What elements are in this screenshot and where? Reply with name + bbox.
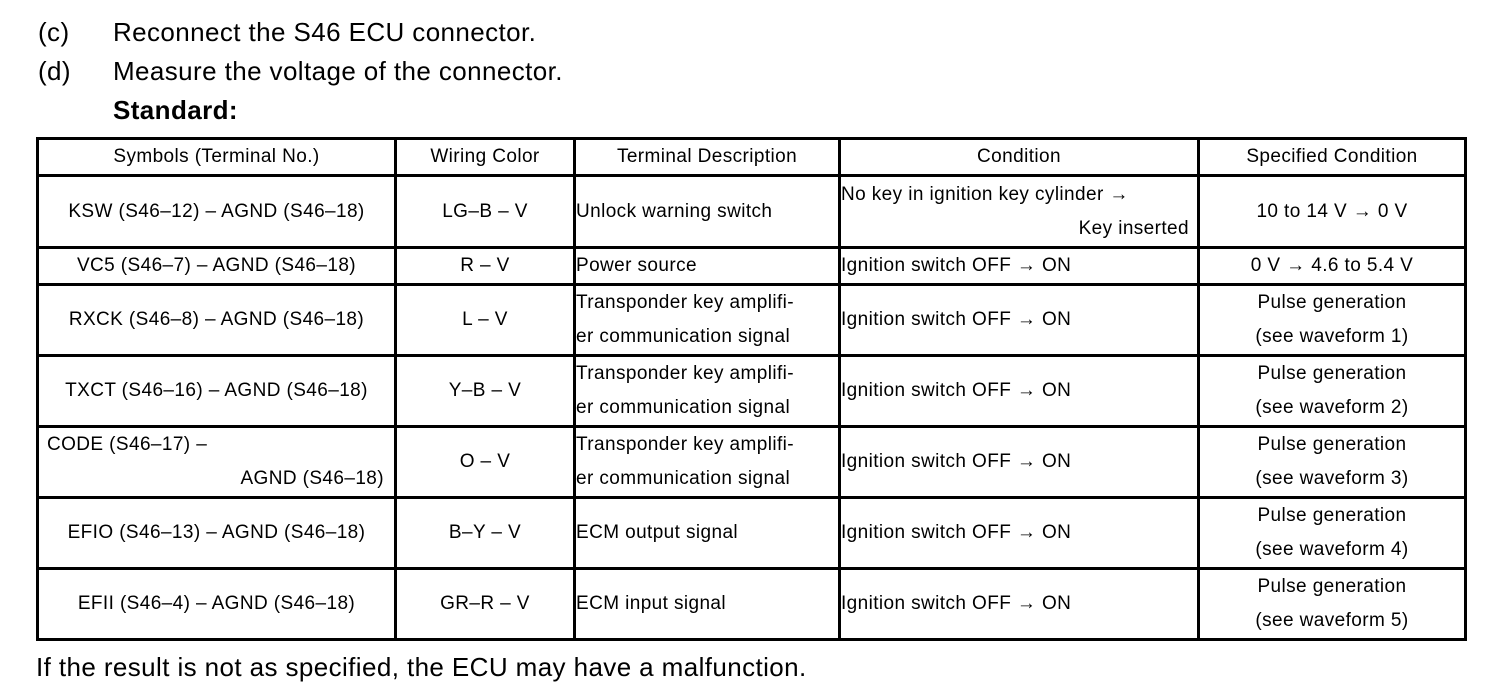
table-row-ksw: KSW (S46–12) – AGND (S46–18) LG–B – V Un…	[36, 174, 1467, 249]
symbol-line1: CODE (S46–17) –	[47, 434, 208, 455]
wiring-color-cell: R – V	[394, 246, 576, 286]
wiring-color-cell: GR–R – V	[394, 567, 576, 641]
table-row-efio: EFIO (S46–13) – AGND (S46–18) B–Y – V EC…	[36, 496, 1467, 570]
specified-line1: Pulse generation	[1257, 363, 1407, 384]
description-line1: Transponder key amplifi-	[576, 363, 794, 384]
specified-condition-cell: Pulse generation (see waveform 1)	[1197, 283, 1467, 357]
symbols-cell: EFIO (S46–13) – AGND (S46–18)	[36, 496, 397, 570]
terminal-description-cell: ECM input signal	[573, 567, 841, 641]
specified-line2: (see waveform 2)	[1255, 397, 1409, 418]
table-row-code: CODE (S46–17) – AGND (S46–18) O – V Tran…	[36, 425, 1467, 499]
standard-heading: Standard:	[113, 95, 238, 125]
header-cell-terminal-description: Terminal Description	[573, 137, 841, 177]
step-d-text: Measure the voltage of the connector.	[113, 56, 563, 86]
table-row-vc5: VC5 (S46–7) – AGND (S46–18) R – V Power …	[36, 246, 1467, 286]
result-note: If the result is not as specified, the E…	[36, 652, 807, 682]
description-line2: er communication signal	[576, 326, 791, 347]
specified-line1: Pulse generation	[1257, 292, 1407, 313]
terminal-description-cell: Transponder key amplifi- er communicatio…	[573, 354, 841, 428]
header-cell-specified-condition: Specified Condition	[1197, 137, 1467, 177]
header-cell-condition: Condition	[838, 137, 1200, 177]
terminal-description-cell: Transponder key amplifi- er communicatio…	[573, 425, 841, 499]
step-d: (d) Measure the voltage of the connector…	[38, 52, 1504, 91]
step-c-label: (c)	[38, 17, 70, 47]
condition-cell: Ignition switch OFF → ON	[838, 283, 1200, 357]
specified-line1: Pulse generation	[1257, 505, 1407, 526]
specified-line2: (see waveform 3)	[1255, 468, 1409, 489]
condition-cell: Ignition switch OFF → ON	[838, 354, 1200, 428]
description-line2: er communication signal	[576, 397, 791, 418]
specified-condition-cell: Pulse generation (see waveform 4)	[1197, 496, 1467, 570]
specified-condition-cell: 0 V → 4.6 to 5.4 V	[1197, 246, 1467, 286]
wiring-color-cell: O – V	[394, 425, 576, 499]
specified-condition-cell: Pulse generation (see waveform 3)	[1197, 425, 1467, 499]
wiring-color-cell: L – V	[394, 283, 576, 357]
terminal-description-cell: Unlock warning switch	[573, 174, 841, 249]
wiring-color-cell: Y–B – V	[394, 354, 576, 428]
description-line2: er communication signal	[576, 468, 791, 489]
description-line1: Transponder key amplifi-	[576, 434, 794, 455]
condition-line2: Key inserted	[1078, 217, 1189, 239]
symbols-cell: TXCT (S46–16) – AGND (S46–18)	[36, 354, 397, 428]
specified-condition-cell: Pulse generation (see waveform 5)	[1197, 567, 1467, 641]
step-d-label: (d)	[38, 56, 71, 86]
specified-condition-cell: Pulse generation (see waveform 2)	[1197, 354, 1467, 428]
condition-cell: Ignition switch OFF → ON	[838, 496, 1200, 570]
specified-condition-cell: 10 to 14 V → 0 V	[1197, 174, 1467, 249]
condition-cell: Ignition switch OFF → ON	[838, 567, 1200, 641]
condition-cell: No key in ignition key cylinder → Key in…	[838, 174, 1200, 249]
symbols-cell: RXCK (S46–8) – AGND (S46–18)	[36, 283, 397, 357]
specified-line1: Pulse generation	[1257, 576, 1407, 597]
specified-line2: (see waveform 4)	[1255, 539, 1409, 560]
header-cell-symbols: Symbols (Terminal No.)	[36, 137, 397, 177]
symbols-cell: VC5 (S46–7) – AGND (S46–18)	[36, 246, 397, 286]
header-cell-wiring-color: Wiring Color	[394, 137, 576, 177]
condition-cell: Ignition switch OFF → ON	[838, 425, 1200, 499]
condition-line1: No key in ignition key cylinder →	[841, 183, 1129, 205]
voltage-spec-table: Symbols (Terminal No.) Wiring Color Term…	[36, 137, 1467, 641]
symbols-cell: KSW (S46–12) – AGND (S46–18)	[36, 174, 397, 249]
specified-line2: (see waveform 1)	[1255, 326, 1409, 347]
wiring-color-cell: B–Y – V	[394, 496, 576, 570]
table-row-rxck: RXCK (S46–8) – AGND (S46–18) L – V Trans…	[36, 283, 1467, 357]
procedure-steps: (c) Reconnect the S46 ECU connector. (d)…	[0, 0, 1504, 130]
terminal-description-cell: ECM output signal	[573, 496, 841, 570]
specified-line1: Pulse generation	[1257, 434, 1407, 455]
table-row-efii: EFII (S46–4) – AGND (S46–18) GR–R – V EC…	[36, 567, 1467, 641]
symbols-cell: CODE (S46–17) – AGND (S46–18)	[36, 425, 397, 499]
symbol-text: KSW (S46–12) – AGND (S46–18)	[68, 200, 365, 222]
symbol-line2: AGND (S46–18)	[240, 468, 384, 489]
condition-cell: Ignition switch OFF → ON	[838, 246, 1200, 286]
wiring-color-cell: LG–B – V	[394, 174, 576, 249]
terminal-description-cell: Power source	[573, 246, 841, 286]
description-line1: Transponder key amplifi-	[576, 292, 794, 313]
symbols-cell: EFII (S46–4) – AGND (S46–18)	[36, 567, 397, 641]
step-c: (c) Reconnect the S46 ECU connector.	[38, 13, 1504, 52]
table-header-row: Symbols (Terminal No.) Wiring Color Term…	[36, 137, 1467, 177]
table-row-txct: TXCT (S46–16) – AGND (S46–18) Y–B – V Tr…	[36, 354, 1467, 428]
specified-line2: (see waveform 5)	[1255, 610, 1409, 631]
terminal-description-cell: Transponder key amplifi- er communicatio…	[573, 283, 841, 357]
step-c-text: Reconnect the S46 ECU connector.	[113, 17, 537, 47]
